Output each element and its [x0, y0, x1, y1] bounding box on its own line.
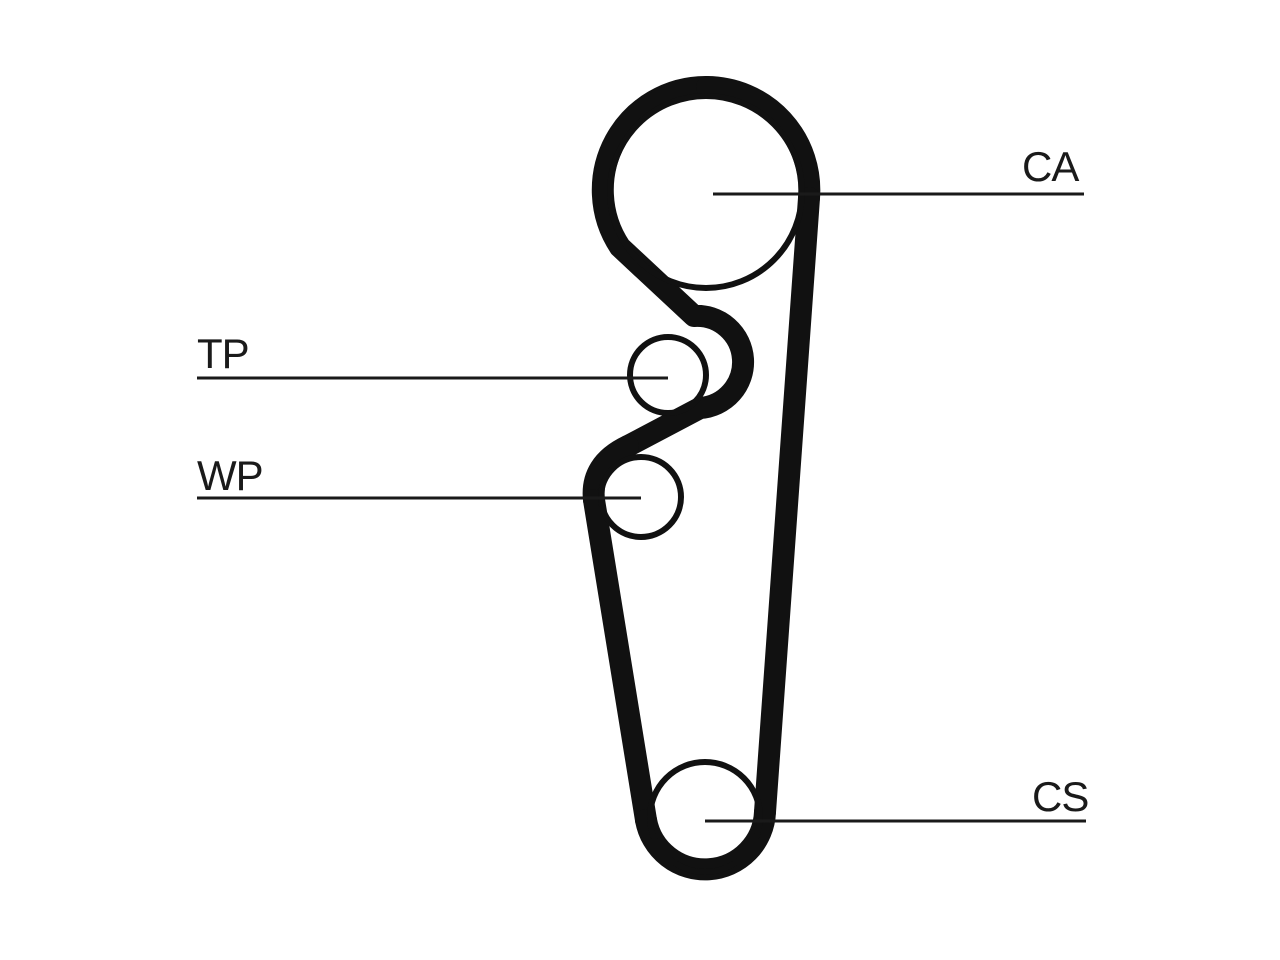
crankshaft-pulley [647, 759, 763, 875]
tensioner-pulley [627, 334, 709, 416]
belt-segment-cam-top [696, 76, 821, 209]
label-wp: WP [197, 452, 264, 499]
belt-segment-crank-to-cam [754, 187, 820, 823]
label-cs: CS [1032, 773, 1089, 820]
belt-segment-pump-to-crank [583, 489, 657, 831]
belt-segment-cam-to-tensioner [591, 75, 755, 457]
camshaft-pulley [607, 93, 805, 291]
label-tp: TP [197, 330, 250, 377]
timing-belt [582, 75, 821, 881]
label-ca: CA [1022, 143, 1079, 190]
